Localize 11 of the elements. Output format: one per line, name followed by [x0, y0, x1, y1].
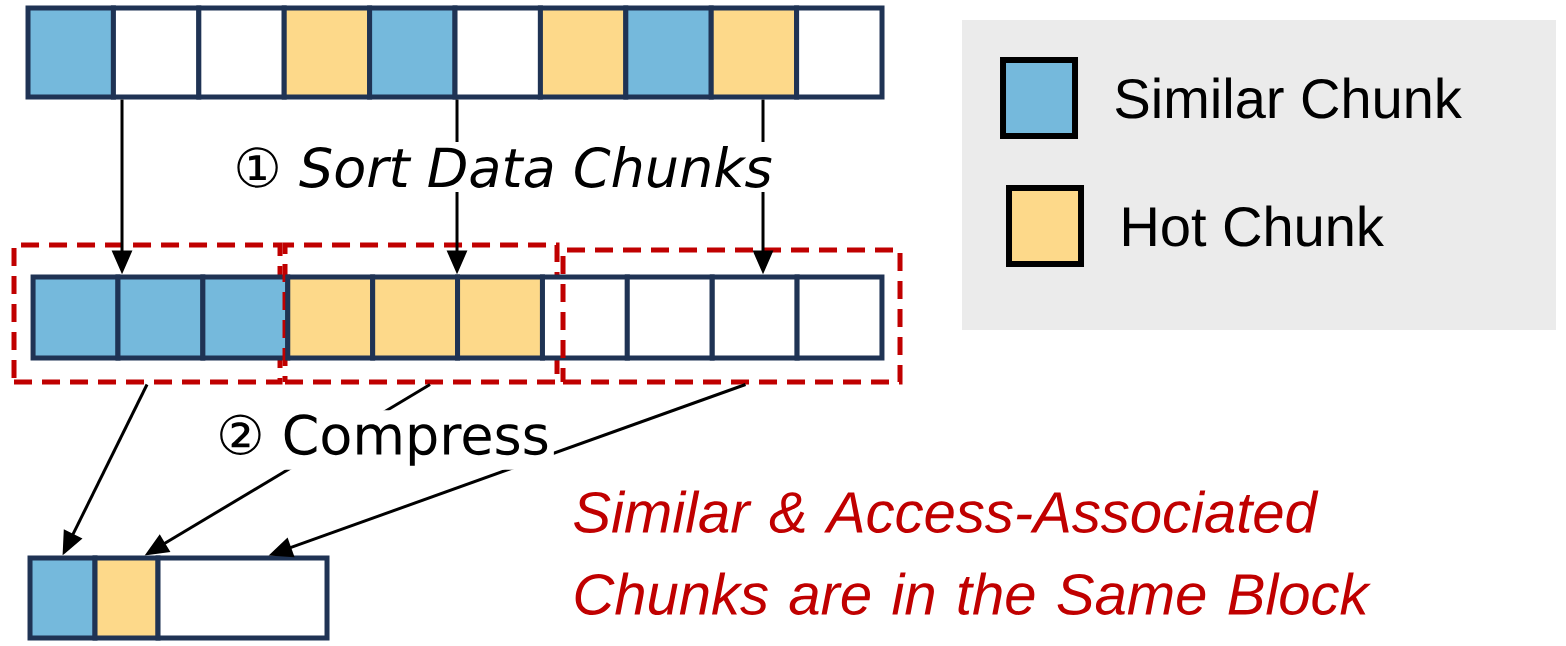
dashed-group-box — [11, 242, 283, 385]
step-label: ② Compress — [220, 414, 548, 466]
legend-label: Hot Chunk — [1124, 205, 1384, 247]
legend-label: Similar Chunk — [1115, 77, 1462, 119]
caption-text: Similar & Access-Associated Chunks are in the Same Block — [574, 490, 1371, 615]
chunk-cell — [794, 274, 885, 361]
step-label: ① Sort Data Chunks — [237, 146, 772, 188]
dashed-group-box — [560, 247, 903, 385]
chunk-cell — [794, 5, 885, 100]
chunk-cell — [155, 555, 330, 641]
dashed-group-box — [282, 242, 560, 385]
